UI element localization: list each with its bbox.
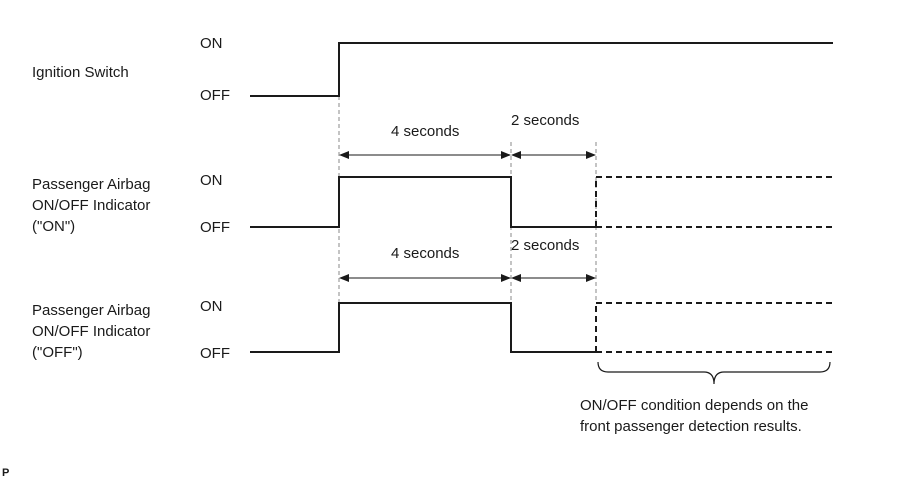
dimension-4-seconds-upper <box>339 151 511 159</box>
indicator-on-signal-label-line-2: ON/OFF Indicator <box>32 197 150 214</box>
condition-note-line-1: ON/OFF condition depends on the <box>580 397 808 414</box>
indicator-off-off-level-label: OFF <box>200 345 230 362</box>
indicator-on-signal-label-line-1: Passenger Airbag <box>32 176 150 193</box>
dimension-2-seconds-upper <box>511 151 596 159</box>
condition-brace <box>597 361 831 385</box>
indicator-on-waveform <box>250 176 596 228</box>
ignition-signal-label: Ignition Switch <box>32 64 129 81</box>
lower-2-seconds-label: 2 seconds <box>511 237 579 254</box>
indicator-off-on-level-label: ON <box>200 298 223 315</box>
condition-note-line-2: front passenger detection results. <box>580 418 802 435</box>
upper-4-seconds-label: 4 seconds <box>391 123 459 140</box>
corner-mark: P <box>2 467 9 479</box>
indicator-off-signal-label-line-2: ON/OFF Indicator <box>32 323 150 340</box>
indicator-off-waveform <box>250 302 596 353</box>
ignition-on-level-label: ON <box>200 35 223 52</box>
upper-2-seconds-label: 2 seconds <box>511 112 579 129</box>
ignition-waveform <box>250 42 833 97</box>
dimension-2-seconds-lower <box>511 274 596 282</box>
lower-4-seconds-label: 4 seconds <box>391 245 459 262</box>
dimension-4-seconds-lower <box>339 274 511 282</box>
indicator-off-signal-label-line-1: Passenger Airbag <box>32 302 150 319</box>
indicator-on-on-level-label: ON <box>200 172 223 189</box>
ignition-off-level-label: OFF <box>200 87 230 104</box>
indicator-on-off-level-label: OFF <box>200 219 230 236</box>
indicator-off-signal-label-line-3: ("OFF") <box>32 344 83 361</box>
indicator-on-signal-label-line-3: ("ON") <box>32 218 75 235</box>
